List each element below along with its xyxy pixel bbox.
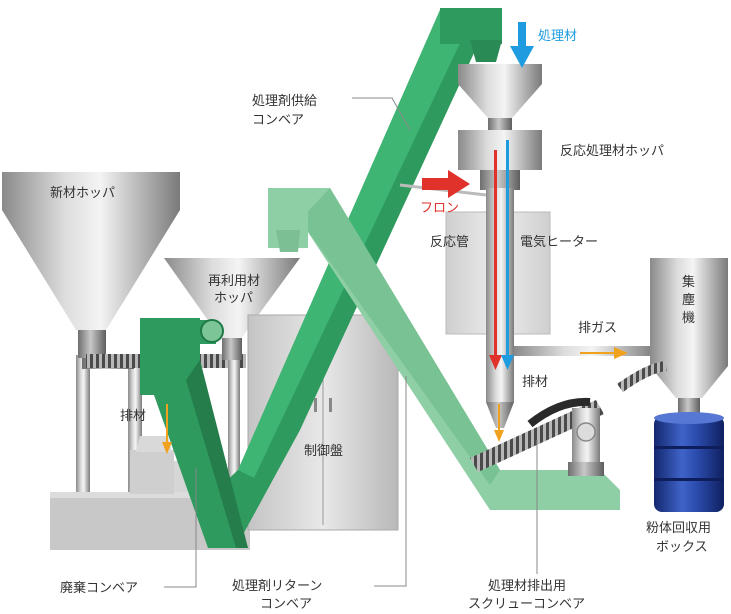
new-material-hopper-label: 新材ホッパ	[50, 185, 115, 201]
exhaust-pipe	[514, 346, 656, 356]
waste-conveyor-label: 廃棄コンベア	[60, 580, 138, 596]
screw-conveyor-label-1: 処理材排出用	[488, 579, 566, 594]
screw-conveyor-label-2: スクリューコンベア	[468, 597, 585, 612]
reaction-tube-label: 反応管	[430, 235, 469, 250]
reaction-tube	[486, 188, 514, 428]
discharge-label-right: 排材	[522, 375, 548, 390]
reaction-hopper-label: 反応処理材ホッパ	[560, 144, 664, 159]
reaction-hopper	[458, 130, 542, 190]
treatment-hopper	[458, 64, 542, 130]
reuse-hopper-label-1: 再利用材	[208, 274, 260, 289]
dust-collector-label-2: 塵	[682, 293, 695, 308]
control-panel-label: 制御盤	[304, 444, 343, 459]
supply-conveyor-label-2: コンベア	[252, 113, 304, 128]
powder-box-label-2: ボックス	[656, 540, 708, 555]
freon-label: フロン	[420, 201, 459, 216]
dust-collector-label-1: 集	[682, 274, 695, 290]
electric-heater-label: 電気ヒーター	[520, 234, 598, 250]
treatment-material-arrow	[510, 22, 534, 68]
discharge-label-left: 排材	[120, 409, 146, 424]
powder-recovery-drum	[654, 412, 724, 512]
treatment-material-label: 処理材	[538, 29, 577, 44]
supply-conveyor-label-1: 処理剤供給	[252, 93, 317, 109]
powder-box-label-1: 粉体回収用	[646, 521, 711, 536]
dust-collector-label-3: 機	[682, 311, 695, 326]
exhaust-gas-label: 排ガス	[578, 321, 617, 336]
return-conveyor-label-2: コンベア	[260, 597, 312, 612]
reuse-hopper-label-2: ホッパ	[214, 291, 253, 306]
return-conveyor-label-1: 処理剤リターン	[232, 578, 322, 594]
